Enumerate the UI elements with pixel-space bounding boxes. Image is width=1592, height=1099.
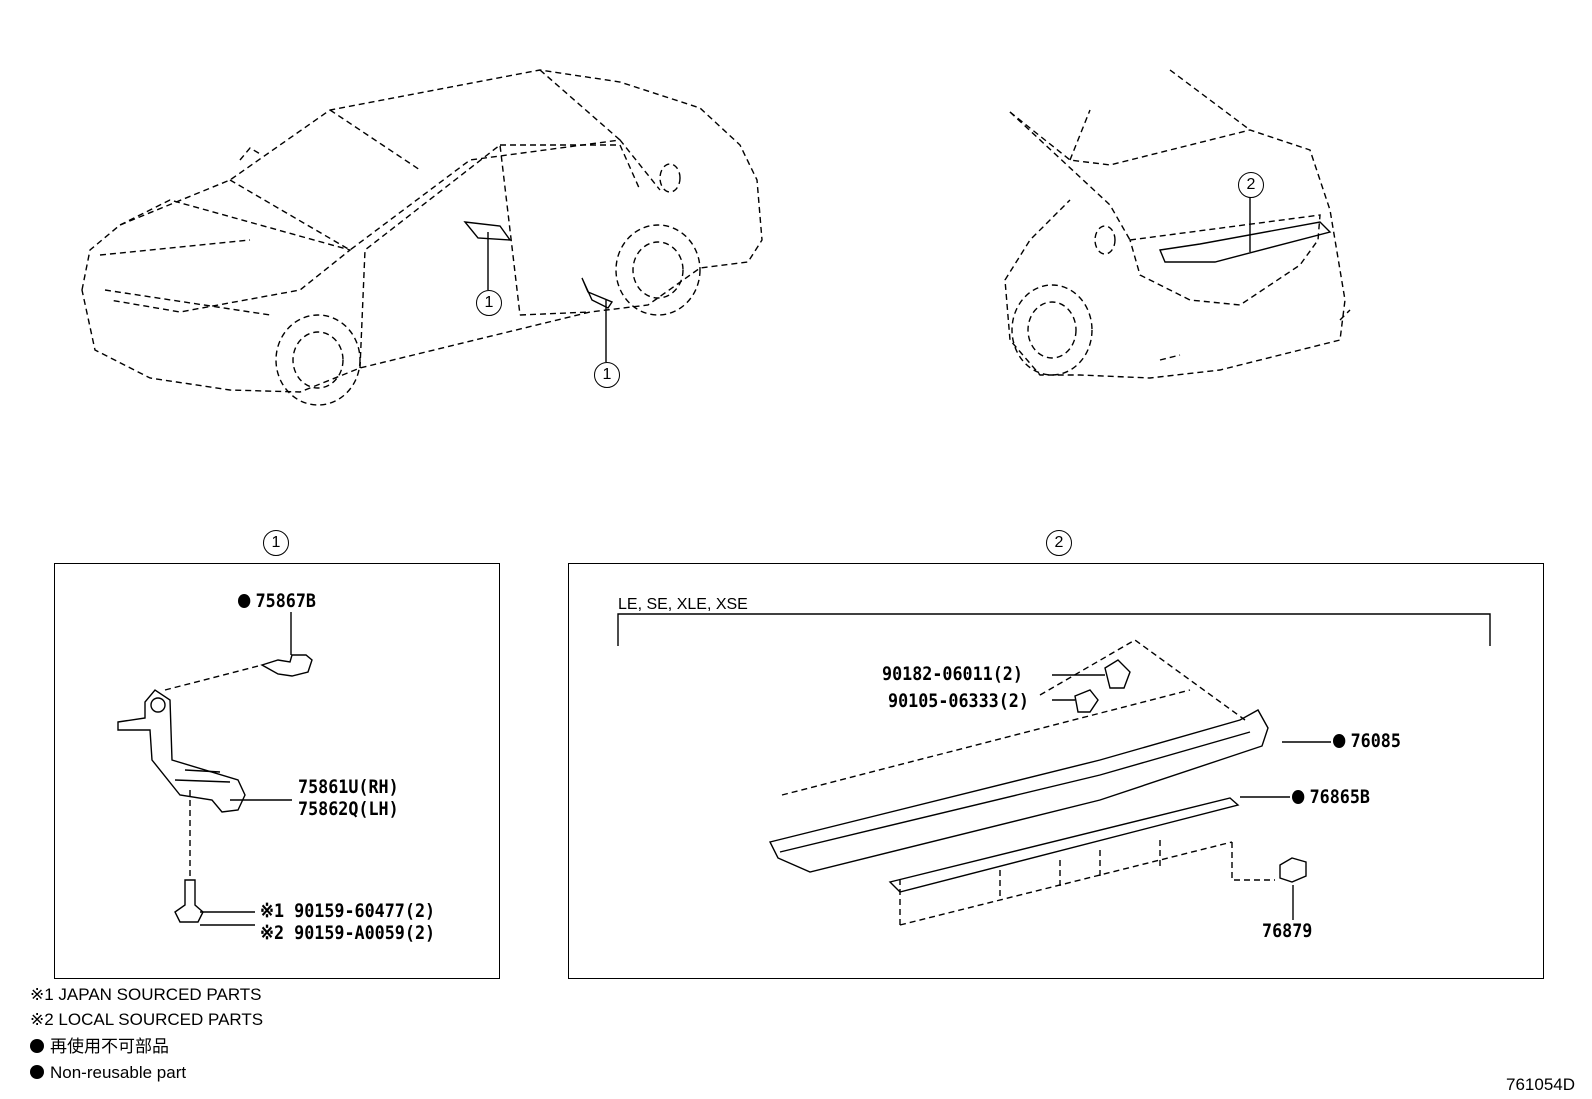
part-label-screw-jp: ※1 90159-60477(2) bbox=[260, 900, 436, 922]
door-bracket bbox=[117, 689, 246, 813]
part-label-75861u: 75861U(RH) bbox=[298, 776, 399, 798]
part-label-76865b: 76865B bbox=[1292, 788, 1370, 807]
part-label-screw-local: ※2 90159-A0059(2) bbox=[260, 922, 436, 944]
part-label-76085: 76085 bbox=[1333, 732, 1401, 751]
rear-car-outline bbox=[1004, 111, 1346, 379]
bolt-90105 bbox=[1074, 689, 1099, 713]
part-label-75867b: 75867B bbox=[238, 592, 316, 611]
rear-car-trunk bbox=[1129, 214, 1321, 306]
rear-wheel-hub bbox=[632, 241, 684, 299]
nonreusable-dot-icon bbox=[1333, 734, 1346, 748]
front-car-roof bbox=[229, 69, 661, 251]
rear-car-roof bbox=[1009, 69, 1251, 241]
grade-bracket bbox=[617, 613, 1491, 646]
part-label-76879: 76879 bbox=[1262, 920, 1313, 942]
grade-label: LE, SE, XLE, XSE bbox=[618, 596, 748, 613]
callout-rear-spoiler: 2 bbox=[1238, 172, 1264, 198]
front-car-hood bbox=[109, 199, 352, 313]
front-wheel bbox=[275, 314, 361, 406]
legend-japan-sourced: ※1 JAPAN SOURCED PARTS bbox=[30, 985, 262, 1004]
nonreusable-dot-icon bbox=[30, 1039, 44, 1053]
part-label-90182: 90182-06011(2) bbox=[882, 663, 1023, 685]
nonreusable-dot-icon bbox=[30, 1065, 44, 1079]
tape-76865b bbox=[888, 797, 1240, 893]
legend-nonreusable-en: Non-reusable part bbox=[30, 1064, 186, 1081]
nonreusable-dot-icon bbox=[1292, 790, 1305, 804]
rear-wheel bbox=[615, 224, 701, 316]
part-label-90105: 90105-06333(2) bbox=[888, 690, 1029, 712]
part-label-75862q: 75862Q(LH) bbox=[298, 798, 399, 820]
panel1-frame bbox=[54, 563, 500, 979]
spoiler-76085 bbox=[768, 709, 1269, 873]
front-car-door bbox=[359, 143, 641, 369]
front-wheel-hub bbox=[292, 331, 344, 389]
nonreusable-dot-icon bbox=[238, 594, 251, 608]
figure-id: 761054D bbox=[1506, 1075, 1576, 1094]
panel2-frame bbox=[568, 563, 1544, 979]
rear-car-wheel bbox=[1011, 284, 1093, 376]
clip-76879 bbox=[1279, 857, 1307, 883]
panel2-callout: 2 bbox=[1046, 530, 1072, 556]
legend-nonreusable-jp: 再使用不可部品 bbox=[30, 1038, 169, 1055]
callout-rear-door-bracket: 1 bbox=[594, 362, 620, 388]
panel1-callout: 1 bbox=[263, 530, 289, 556]
callout-front-door-bracket: 1 bbox=[476, 290, 502, 316]
panel1-screw bbox=[174, 879, 204, 923]
nut-90182 bbox=[1104, 659, 1131, 689]
front-car-outline bbox=[81, 69, 763, 393]
legend-local-sourced: ※2 LOCAL SOURCED PARTS bbox=[30, 1010, 264, 1029]
clip-75867b bbox=[260, 654, 313, 677]
